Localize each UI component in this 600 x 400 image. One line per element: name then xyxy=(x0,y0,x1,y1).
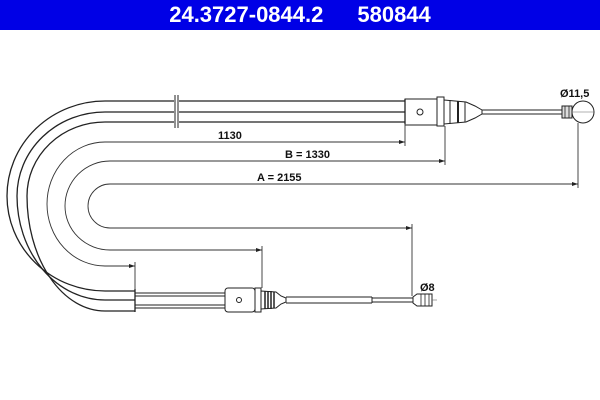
bottom-end-fitting xyxy=(135,287,437,313)
reference-number: 580844 xyxy=(357,2,431,27)
dimension-b-label: B = 1330 xyxy=(285,149,330,161)
dimension-a xyxy=(87,123,579,296)
title-bar: 24.3727-0844.2 580844 xyxy=(0,0,600,30)
top-end-fitting xyxy=(404,96,595,127)
break-mark-icon xyxy=(174,95,179,128)
dimension-a-label: A = 2155 xyxy=(257,172,302,184)
cable-sheath xyxy=(6,99,406,312)
top-diameter-label: Ø11,5 xyxy=(560,88,589,100)
nipple-end-icon xyxy=(412,293,433,307)
dimension-1130-label: 1130 xyxy=(218,130,242,142)
dimension-1130 xyxy=(46,124,406,289)
dimension-b xyxy=(64,126,446,288)
bottom-diameter-label: Ø8 xyxy=(420,282,435,294)
part-number: 24.3727-0844.2 xyxy=(169,2,324,27)
